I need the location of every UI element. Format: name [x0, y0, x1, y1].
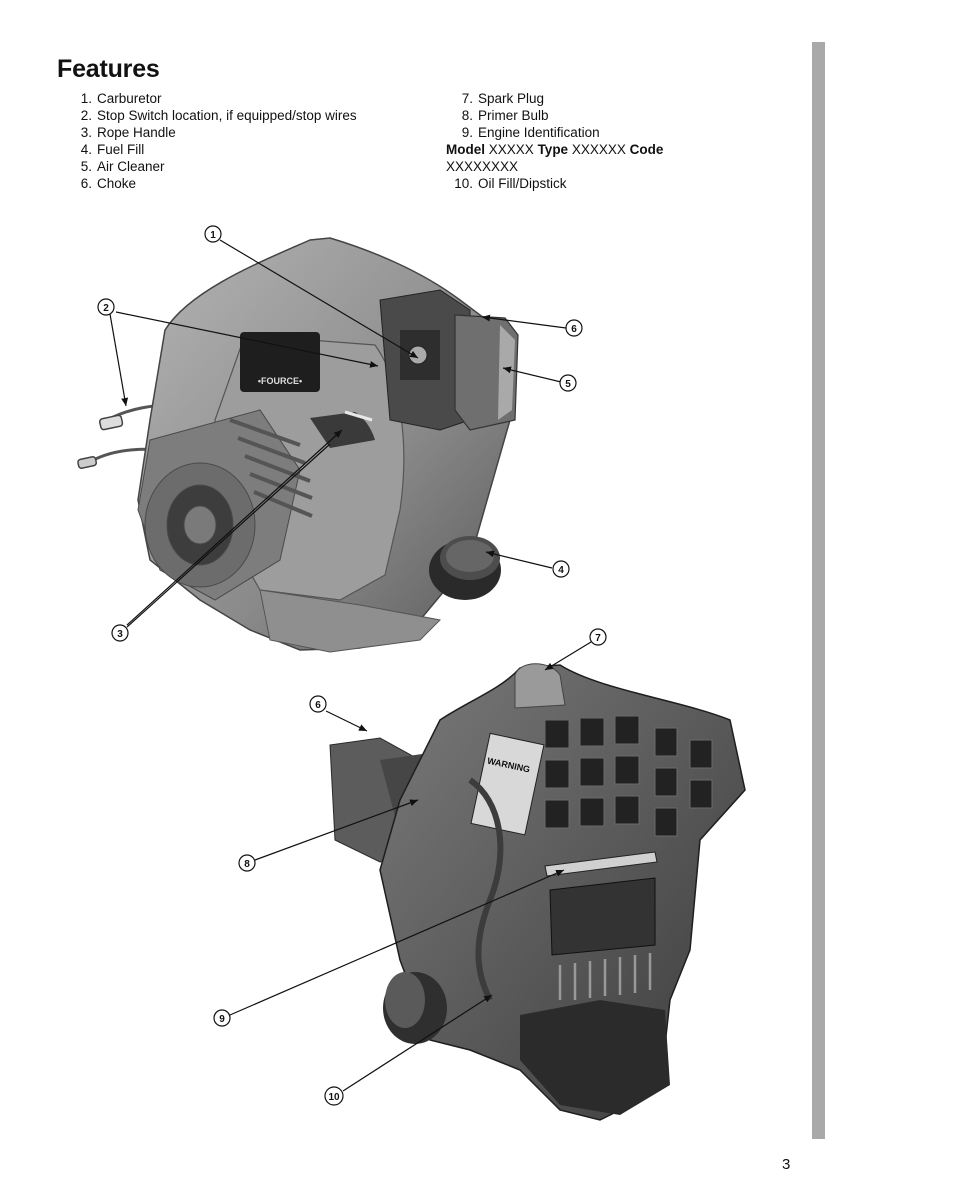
page-number: 3 — [782, 1156, 791, 1173]
feature-list-left: 1. Carburetor 2. Stop Switch location, if … — [76, 90, 357, 192]
bottom-callouts: 7 6 8 9 10 — [213, 628, 607, 1106]
callout-9: 9 — [213, 1009, 231, 1027]
item-number: 9. — [461, 125, 473, 140]
svg-text:8: 8 — [244, 859, 250, 870]
list-item: 10. Oil Fill/Dipstick — [446, 175, 663, 192]
callout-6: 6 — [565, 319, 583, 337]
list-item: 4. Fuel Fill — [76, 141, 357, 158]
item-number: 6. — [80, 176, 92, 191]
list-item: 5. Air Cleaner — [76, 158, 357, 175]
svg-text:10: 10 — [328, 1092, 340, 1103]
feature-list-right: 7. Spark Plug 8. Primer Bulb 9. Engine Iden… — [446, 90, 663, 192]
callout-6-bottom: 6 — [309, 695, 327, 713]
svg-text:6: 6 — [571, 324, 577, 335]
item-text: Spark Plug — [478, 91, 545, 106]
code-value: XXXXXXXX — [446, 159, 519, 174]
item-text: Engine Identification — [478, 125, 600, 140]
list-item: 1. Carburetor — [76, 90, 357, 107]
item-number: 8. — [461, 108, 473, 123]
callout-7: 7 — [589, 628, 607, 646]
item-text: Carburetor — [97, 91, 162, 106]
item-text: Primer Bulb — [478, 108, 549, 123]
engine-code-line: XXXXXXXX — [446, 158, 663, 175]
svg-text:1: 1 — [210, 230, 216, 241]
item-number: 4. — [80, 142, 92, 157]
list-item: 8. Primer Bulb — [446, 107, 663, 124]
model-value: XXXXX — [488, 142, 534, 157]
item-text: Choke — [97, 176, 137, 191]
item-text: Rope Handle — [97, 125, 176, 140]
code-label: Code — [629, 142, 664, 157]
svg-text:3: 3 — [117, 629, 123, 640]
list-item: 6. Choke — [76, 175, 357, 192]
engine-logo-text: •FOURCE• — [258, 376, 302, 386]
top-engine-image: •FOURCE• — [77, 237, 519, 653]
svg-text:9: 9 — [219, 1014, 225, 1025]
item-number: 7. — [461, 91, 473, 106]
item-number: 2. — [80, 108, 92, 123]
svg-text:4: 4 — [558, 565, 564, 576]
svg-text:7: 7 — [595, 633, 601, 644]
top-callouts: 1 2 3 4 5 6 — [97, 225, 583, 642]
item-number: 5. — [80, 159, 92, 174]
callout-1: 1 — [204, 225, 222, 243]
item-text: Air Cleaner — [97, 159, 165, 174]
list-item: 3. Rope Handle — [76, 124, 357, 141]
svg-text:6: 6 — [315, 700, 321, 711]
side-bar — [812, 42, 825, 1139]
callout-4: 4 — [552, 560, 570, 578]
bottom-engine-image: WARNING — [329, 663, 746, 1121]
callout-2: 2 — [97, 298, 115, 316]
item-number: 3. — [80, 125, 92, 140]
list-item: 9. Engine Identification — [446, 124, 663, 141]
callout-8: 8 — [238, 854, 256, 872]
list-item: 7. Spark Plug — [446, 90, 663, 107]
model-label: Model — [446, 142, 485, 157]
callout-5: 5 — [559, 374, 577, 392]
type-label: Type — [537, 142, 569, 157]
engine-id-line: Model XXXXX Type XXXXXX Code — [446, 141, 663, 158]
callout-10: 10 — [324, 1086, 344, 1106]
item-text: Fuel Fill — [97, 142, 145, 157]
svg-text:2: 2 — [103, 303, 109, 314]
type-value: XXXXXX — [571, 142, 626, 157]
page-title: Features — [57, 55, 160, 83]
callout-3: 3 — [111, 624, 129, 642]
item-text: Oil Fill/Dipstick — [478, 176, 567, 191]
list-item: 2. Stop Switch location, if equipped/stop… — [76, 107, 357, 124]
item-text: Stop Switch location, if equipped/stop w… — [97, 108, 357, 123]
svg-text:5: 5 — [565, 379, 571, 390]
item-number: 10. — [454, 176, 473, 191]
item-number: 1. — [80, 91, 92, 106]
